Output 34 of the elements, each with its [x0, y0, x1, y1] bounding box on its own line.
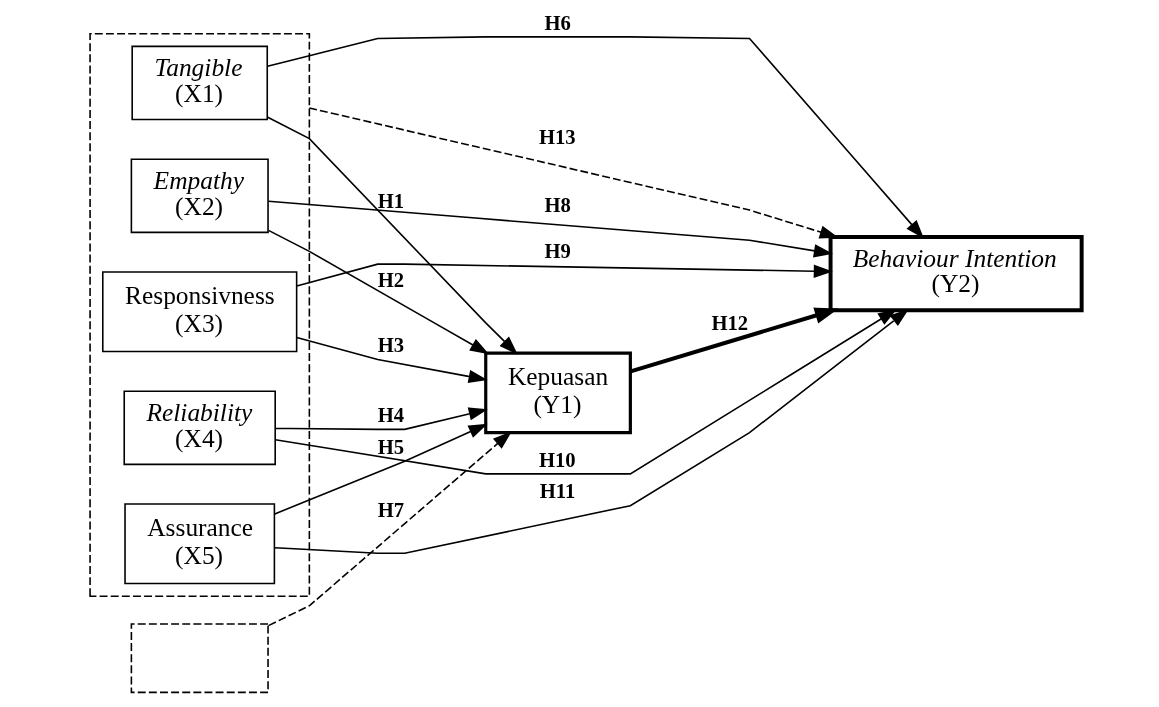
arrow: [295, 336, 488, 384]
arrow: [274, 309, 898, 475]
arrow: [273, 423, 488, 515]
arrow: [267, 229, 490, 355]
edge-label: H6: [544, 11, 571, 34]
arrow: [266, 116, 518, 355]
edge-label: H4: [377, 404, 405, 427]
edge-label: H10: [538, 448, 576, 471]
arrow: [274, 407, 488, 431]
arrow: [267, 200, 833, 258]
edge-label: H3: [377, 334, 405, 357]
edge-label: H13: [538, 125, 576, 148]
cluster: [89, 32, 311, 598]
node-box: Empathy (X2): [130, 158, 269, 234]
edge-label: H5: [377, 435, 405, 458]
edge-label: H8: [544, 194, 571, 217]
node-box: Responsivness (X3): [102, 271, 298, 353]
node-box: Tangible (X1): [131, 45, 269, 121]
arrow: [266, 36, 925, 239]
arrow: [630, 307, 839, 374]
node-box: [130, 623, 269, 694]
node-box: Behaviour Intention (Y2): [828, 235, 1084, 313]
edge-label: H1: [377, 189, 405, 212]
edge-label: H7: [377, 499, 405, 522]
edge-label: H11: [539, 480, 576, 503]
node-box: Reliability (X4): [123, 390, 276, 466]
edge-label: H9: [544, 240, 571, 263]
node-box: Kepuasan (Y1): [484, 351, 632, 435]
node-box: Assurance (X5): [124, 503, 276, 585]
edge-label: H2: [377, 269, 405, 291]
edge-label: H12: [711, 311, 749, 334]
arrow: [273, 309, 909, 555]
arrow: [295, 263, 833, 287]
arrow: [267, 431, 512, 627]
